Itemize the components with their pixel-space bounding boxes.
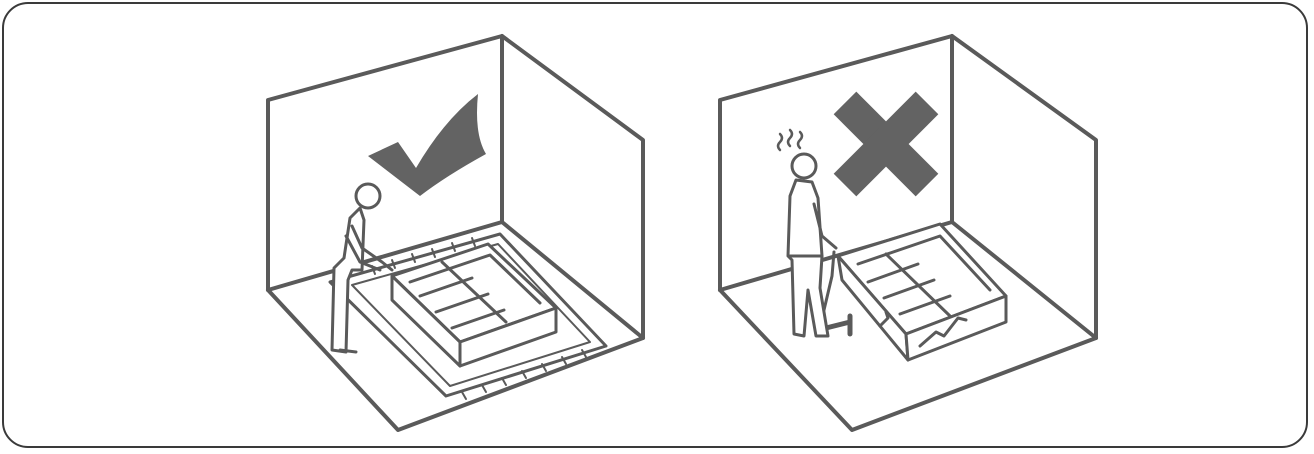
- illustration-frame: [2, 2, 1308, 448]
- drawer-incorrect: [836, 222, 1008, 362]
- person-lifting: [330, 182, 394, 354]
- crack-mark: [918, 316, 968, 348]
- room-left-wall: [718, 34, 954, 292]
- room-right-wall: [950, 34, 1098, 340]
- impact-mark: [823, 313, 853, 337]
- checkmark-icon: [368, 94, 486, 196]
- room-correct: [266, 34, 645, 432]
- room-right-wall: [500, 34, 645, 340]
- room-floor: [266, 220, 645, 432]
- room-left-wall: [266, 34, 504, 292]
- drawer-correct: [390, 242, 558, 368]
- person-stressed: [776, 128, 838, 338]
- cross-icon: [833, 91, 939, 197]
